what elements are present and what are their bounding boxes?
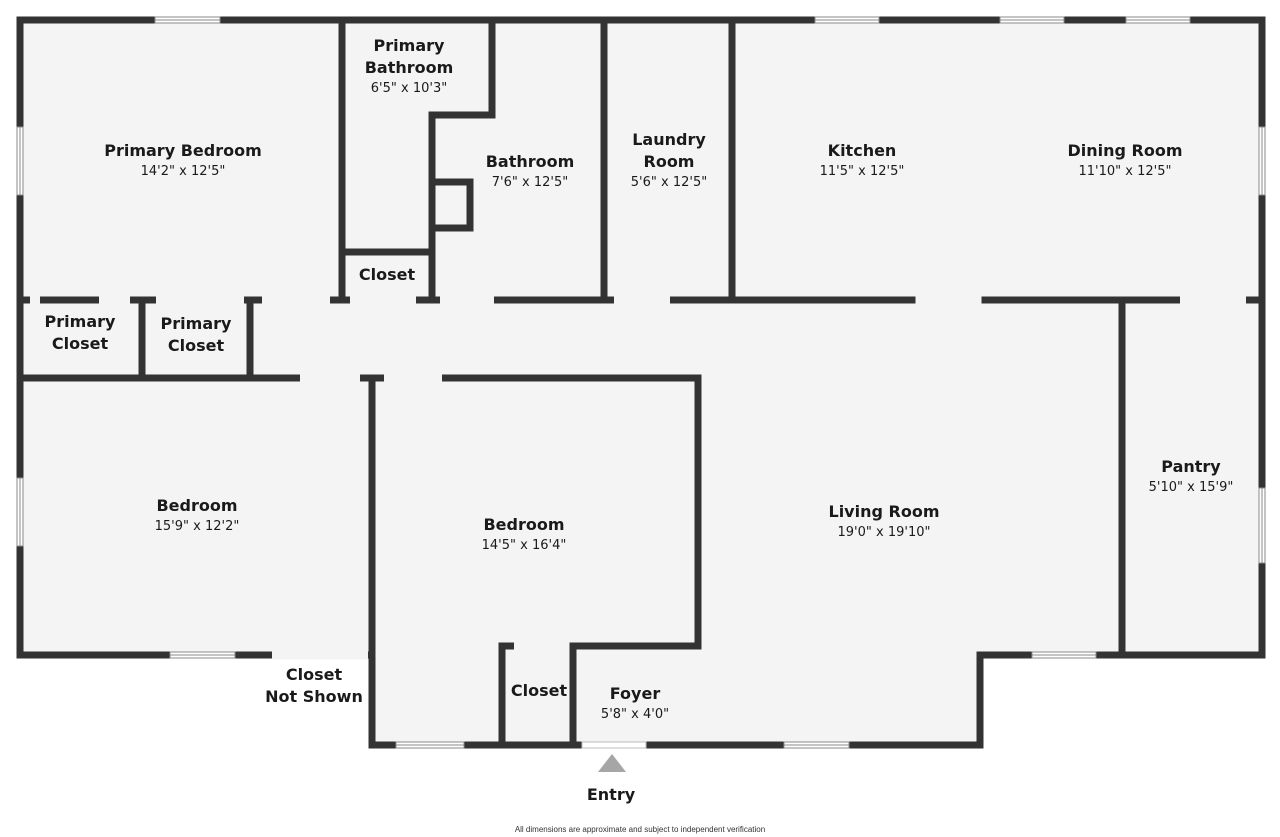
room-pantry: Pantry 5'10" x 15'9" bbox=[1149, 457, 1234, 495]
window bbox=[1125, 16, 1191, 24]
room-dimensions: 5'10" x 15'9" bbox=[1149, 480, 1234, 495]
window bbox=[999, 16, 1065, 24]
room-dimensions: 11'5" x 12'5" bbox=[820, 164, 905, 179]
window bbox=[154, 16, 221, 24]
room-name-line-2: Bathroom bbox=[365, 58, 454, 77]
window bbox=[1258, 487, 1266, 564]
room-bedroom-left: Bedroom 15'9" x 12'2" bbox=[155, 496, 240, 534]
room-name-line-1: Primary bbox=[374, 36, 445, 55]
closet-not-shown-line-2: Not Shown bbox=[265, 687, 363, 706]
room-dimensions: 15'9" x 12'2" bbox=[155, 519, 240, 534]
room-dimensions: 19'0" x 19'10" bbox=[838, 525, 931, 540]
room-primary-closet-2: Primary Closet bbox=[161, 314, 232, 355]
closet-not-shown-label: Closet Not Shown bbox=[265, 665, 363, 706]
window bbox=[814, 16, 880, 24]
room-dimensions: 5'8" x 4'0" bbox=[601, 707, 669, 722]
room-bedroom-center: Bedroom 14'5" x 16'4" bbox=[482, 515, 567, 553]
room-bathroom: Bathroom 7'6" x 12'5" bbox=[486, 152, 575, 190]
room-closet-top: Closet bbox=[359, 265, 416, 284]
room-name: Bedroom bbox=[483, 515, 564, 534]
room-dimensions: 5'6" x 12'5" bbox=[631, 175, 707, 190]
entry-indicator: Entry bbox=[587, 754, 636, 804]
room-name-line-2: Closet bbox=[168, 336, 225, 355]
room-name: Primary Bedroom bbox=[104, 141, 262, 160]
room-foyer: Foyer 5'8" x 4'0" bbox=[601, 684, 669, 722]
entry-door bbox=[581, 741, 647, 749]
room-name-line-2: Closet bbox=[52, 334, 109, 353]
floor-area bbox=[20, 20, 1262, 745]
entry-label: Entry bbox=[587, 785, 636, 804]
room-dimensions: 7'6" x 12'5" bbox=[492, 175, 568, 190]
window bbox=[1258, 126, 1266, 196]
room-name: Bathroom bbox=[486, 152, 575, 171]
room-name: Bedroom bbox=[156, 496, 237, 515]
room-laundry-room: Laundry Room 5'6" x 12'5" bbox=[631, 130, 707, 190]
room-living-room: Living Room 19'0" x 19'10" bbox=[829, 502, 940, 540]
room-name: Closet bbox=[511, 681, 568, 700]
room-primary-bathroom: Primary Bathroom 6'5" x 10'3" bbox=[365, 36, 454, 96]
entry-arrow-icon bbox=[598, 754, 626, 772]
openings bbox=[30, 295, 1246, 660]
window bbox=[1031, 651, 1097, 659]
room-dining-room: Dining Room 11'10" x 12'5" bbox=[1067, 141, 1182, 179]
window bbox=[16, 126, 24, 196]
window bbox=[16, 477, 24, 547]
room-name: Kitchen bbox=[828, 141, 897, 160]
closet-not-shown-line-1: Closet bbox=[286, 665, 343, 684]
window bbox=[395, 741, 465, 749]
room-name: Pantry bbox=[1161, 457, 1221, 476]
room-name-line-1: Primary bbox=[161, 314, 232, 333]
window bbox=[169, 651, 236, 659]
windows bbox=[16, 16, 1266, 749]
room-dimensions: 14'2" x 12'5" bbox=[141, 164, 226, 179]
room-name: Closet bbox=[359, 265, 416, 284]
room-dimensions: 14'5" x 16'4" bbox=[482, 538, 567, 553]
room-name-line-1: Laundry bbox=[632, 130, 706, 149]
disclaimer-text: All dimensions are approximate and subje… bbox=[515, 825, 765, 834]
room-closet-bottom: Closet bbox=[511, 681, 568, 700]
room-primary-bedroom: Primary Bedroom 14'2" x 12'5" bbox=[104, 141, 262, 179]
room-name-line-2: Room bbox=[644, 152, 695, 171]
room-name: Living Room bbox=[829, 502, 940, 521]
window bbox=[783, 741, 850, 749]
room-name: Dining Room bbox=[1067, 141, 1182, 160]
room-dimensions: 6'5" x 10'3" bbox=[371, 81, 447, 96]
room-kitchen: Kitchen 11'5" x 12'5" bbox=[820, 141, 905, 179]
room-dimensions: 11'10" x 12'5" bbox=[1079, 164, 1172, 179]
room-name: Foyer bbox=[610, 684, 661, 703]
room-name-line-1: Primary bbox=[45, 312, 116, 331]
room-primary-closet-1: Primary Closet bbox=[45, 312, 116, 353]
